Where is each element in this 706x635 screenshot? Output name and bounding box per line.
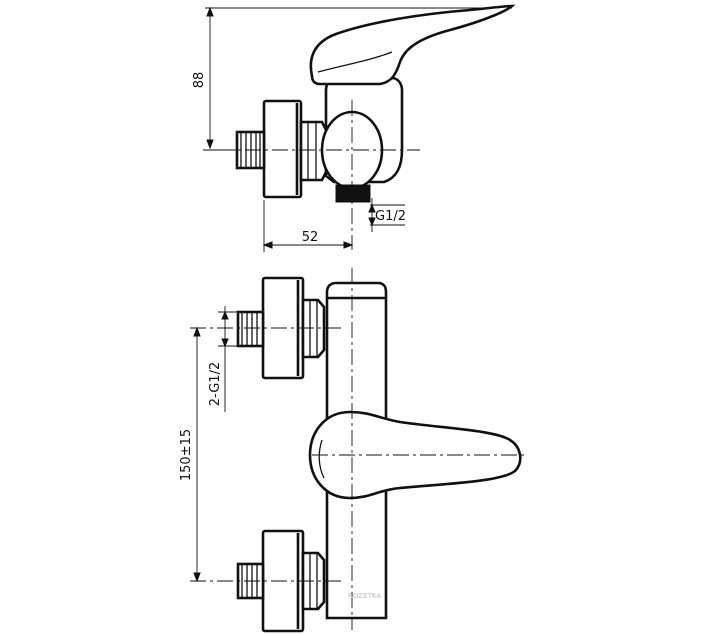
outlet-thread-callout: G1/2	[368, 198, 406, 232]
distance-dimension-label: 150±15	[179, 429, 194, 481]
wall-nut-side	[262, 99, 303, 199]
height-dimension: 88	[192, 6, 512, 151]
inlet-thread-callout: 2-G1/2	[208, 306, 238, 412]
inlet-thread-label: 2-G1/2	[208, 362, 223, 406]
width-dimension-label: 52	[302, 230, 319, 245]
front-view: 150±15 2-G1/2 ROZETKA	[179, 268, 528, 633]
mixer-body-side	[320, 76, 404, 190]
lever-handle-side	[309, 4, 516, 86]
height-dimension-label: 88	[192, 72, 207, 89]
lower-connection	[236, 529, 326, 633]
watermark: ROZETKA	[348, 592, 381, 600]
width-dimension: 52	[262, 200, 354, 252]
distance-dimension: 150±15	[179, 326, 201, 583]
outlet-thread-side	[335, 184, 371, 203]
outlet-thread-label: G1/2	[375, 209, 406, 224]
side-view: 88	[192, 4, 516, 252]
